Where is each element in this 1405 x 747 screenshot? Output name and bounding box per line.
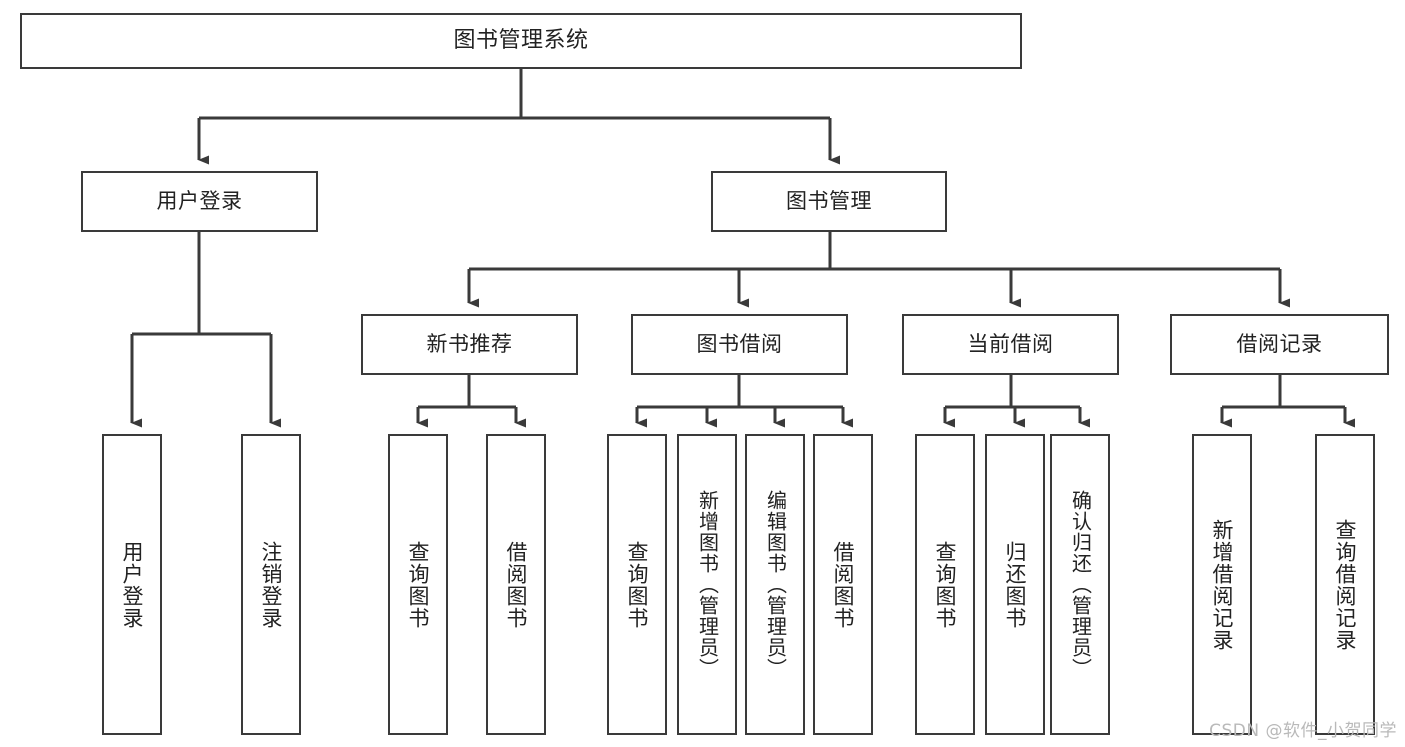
node-leaf-add-book-admin[interactable]: 新增图书（管理员） — [677, 434, 737, 735]
node-leaf-borrow-book-2-label: 借阅图书 — [831, 540, 856, 629]
node-leaf-add-borrow-record[interactable]: 新增借阅记录 — [1192, 434, 1252, 735]
node-leaf-query-book-1-label: 查询图书 — [406, 540, 431, 629]
node-root-label: 图书管理系统 — [453, 28, 589, 54]
node-leaf-query-book-3[interactable]: 查询图书 — [915, 434, 975, 735]
node-leaf-query-borrow-record-label: 查询借阅记录 — [1333, 518, 1358, 651]
node-leaf-add-borrow-record-label: 新增借阅记录 — [1210, 518, 1235, 651]
node-new-book-recommend-label: 新书推荐 — [426, 332, 513, 357]
node-leaf-logout-label: 注销登录 — [259, 540, 284, 629]
node-leaf-logout[interactable]: 注销登录 — [241, 434, 301, 735]
node-leaf-edit-book-admin-label: 编辑图书（管理员） — [763, 490, 788, 679]
node-leaf-add-book-admin-label: 新增图书（管理员） — [695, 490, 720, 679]
node-user-login-label: 用户登录 — [156, 189, 243, 214]
node-leaf-query-book-3-label: 查询图书 — [933, 540, 958, 629]
node-leaf-confirm-return-admin[interactable]: 确认归还（管理员） — [1050, 434, 1110, 735]
node-leaf-return-book[interactable]: 归还图书 — [985, 434, 1045, 735]
node-leaf-query-book-2-label: 查询图书 — [625, 540, 650, 629]
node-leaf-user-login-label: 用户登录 — [120, 540, 145, 629]
watermark: CSDN @软件_小贺同学 — [1209, 721, 1397, 741]
node-borrow-record[interactable]: 借阅记录 — [1170, 314, 1389, 375]
node-new-book-recommend[interactable]: 新书推荐 — [361, 314, 578, 375]
node-current-borrow-label: 当前借阅 — [967, 332, 1054, 357]
node-leaf-query-book-2[interactable]: 查询图书 — [607, 434, 667, 735]
node-leaf-query-borrow-record[interactable]: 查询借阅记录 — [1315, 434, 1375, 735]
node-book-borrow[interactable]: 图书借阅 — [631, 314, 848, 375]
node-leaf-edit-book-admin[interactable]: 编辑图书（管理员） — [745, 434, 805, 735]
node-book-management-label: 图书管理 — [786, 189, 872, 214]
node-leaf-query-book-1[interactable]: 查询图书 — [388, 434, 448, 735]
node-book-management[interactable]: 图书管理 — [711, 171, 947, 232]
node-leaf-borrow-book-2[interactable]: 借阅图书 — [813, 434, 873, 735]
node-book-borrow-label: 图书借阅 — [696, 332, 783, 357]
node-leaf-borrow-book-1-label: 借阅图书 — [504, 540, 529, 629]
node-leaf-return-book-label: 归还图书 — [1003, 540, 1028, 629]
node-user-login[interactable]: 用户登录 — [81, 171, 318, 232]
node-borrow-record-label: 借阅记录 — [1236, 332, 1323, 357]
node-leaf-user-login[interactable]: 用户登录 — [102, 434, 162, 735]
node-root[interactable]: 图书管理系统 — [20, 13, 1022, 69]
node-leaf-confirm-return-admin-label: 确认归还（管理员） — [1068, 490, 1093, 679]
node-current-borrow[interactable]: 当前借阅 — [902, 314, 1119, 375]
node-leaf-borrow-book-1[interactable]: 借阅图书 — [486, 434, 546, 735]
